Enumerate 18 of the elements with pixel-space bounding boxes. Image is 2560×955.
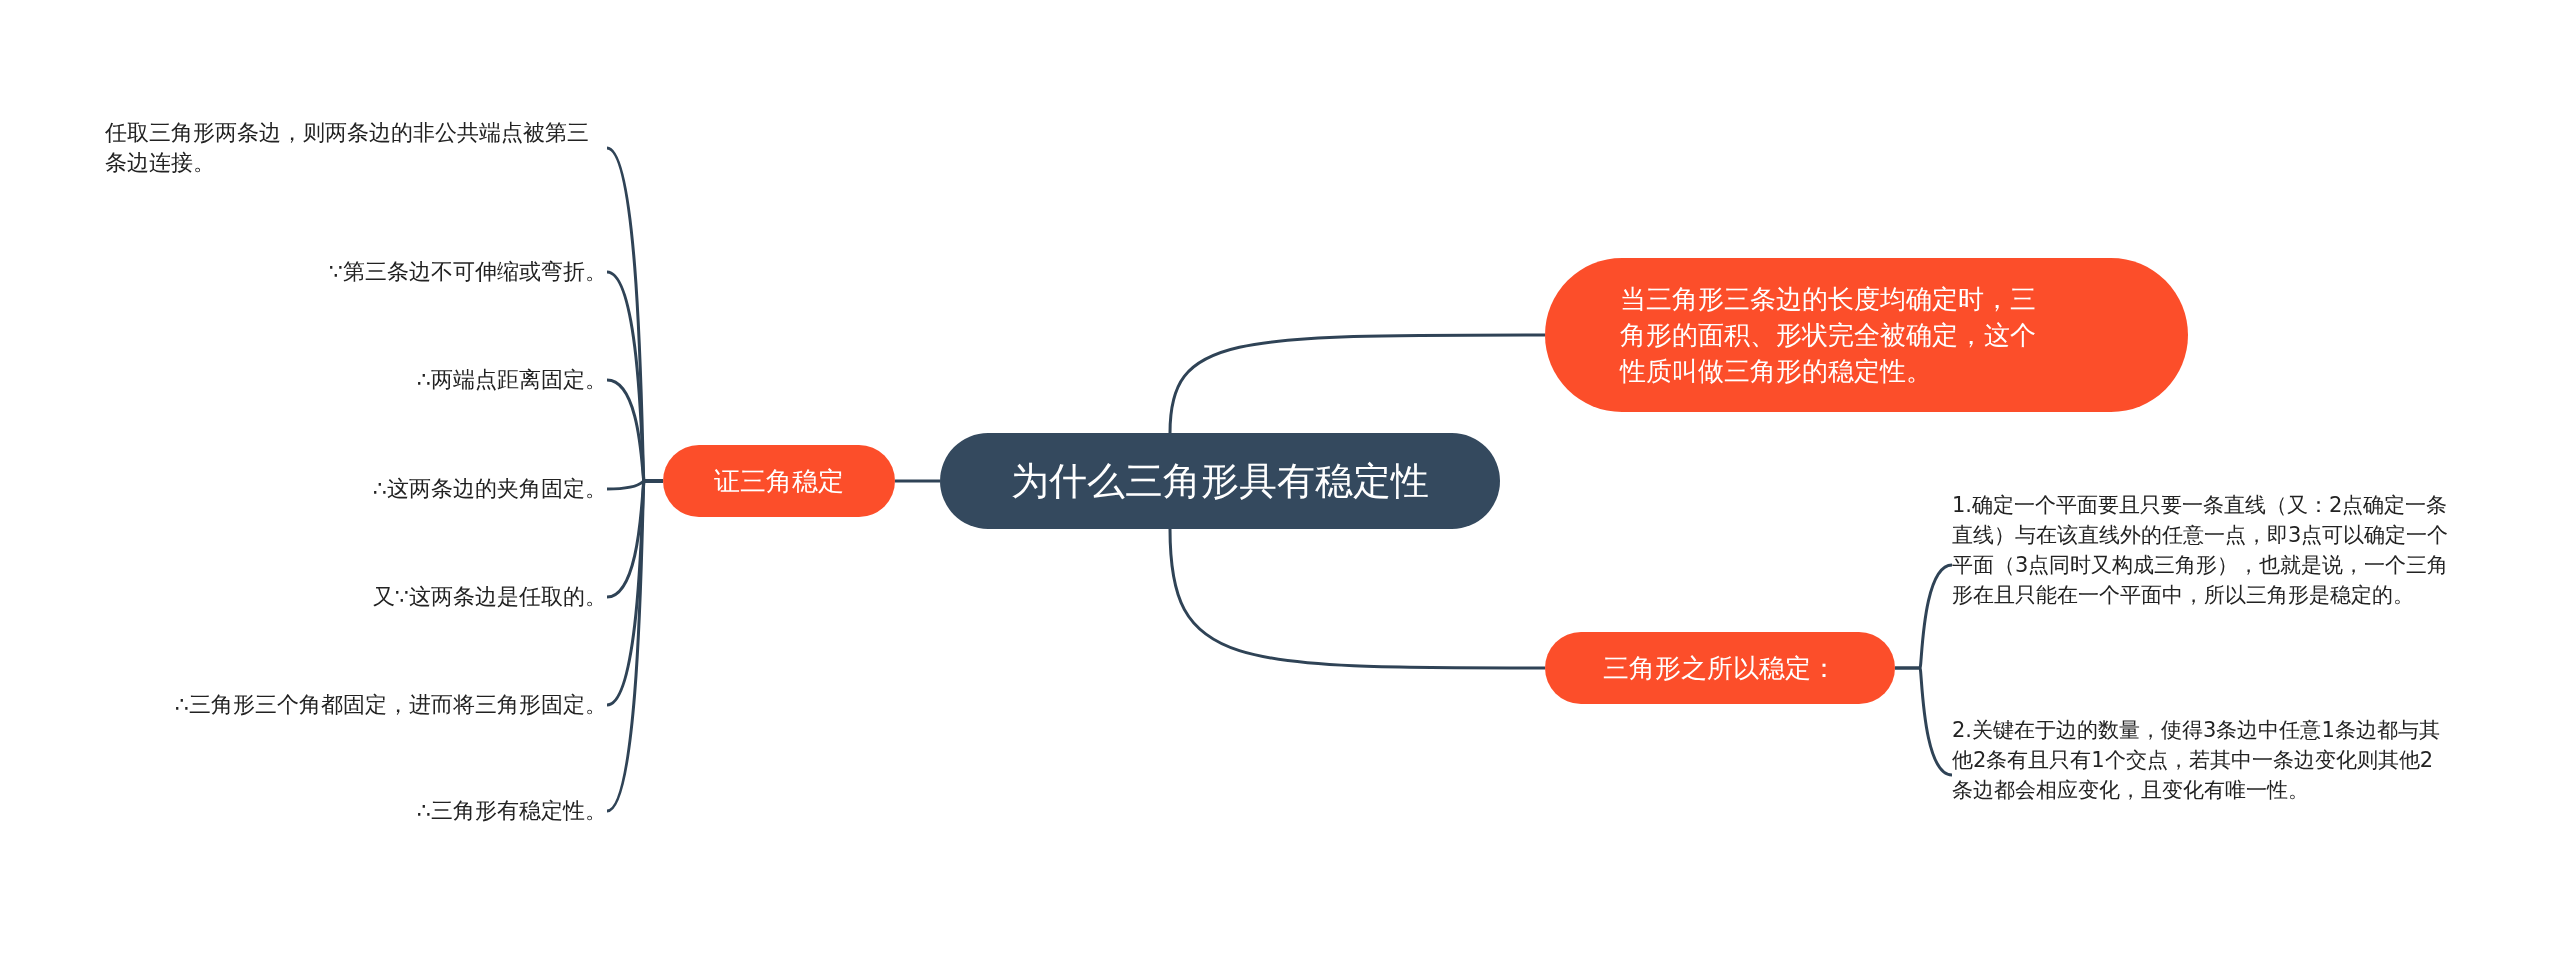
note-text: ∴三角形三个角都固定，进而将三角形固定。 [105,690,607,720]
note-text: 1.确定一个平面要且只要一条直线（又：2点确定一条直线）与在该直线外的任意一点，即3点可以确定一个平面（3点同时又构成三角形），也就是说，一个三角形在且只能在一个平面中，所以三角形是稳定的。 [1952,490,2452,640]
connector-line [1895,666,1953,777]
topic-label: 为什么三角形具有稳定性 [1011,457,1429,505]
connector-line [606,479,663,813]
note-text: ∴两端点距离固定。 [105,365,607,395]
connector-line [1168,333,1545,434]
topic-label: 三角形之所以稳定： [1603,651,1837,685]
note-text: 2.关键在于边的数量，使得3条边中任意1条边都与其他2条有且只有1个交点，若其中一条边变化则其他2条边都会相应变化，且变化有唯一性。 [1952,715,2452,835]
note-text: ∴三角形有稳定性。 [105,796,607,826]
topic-label: 当三角形三条边的长度均确定时，三角形的面积、形状完全被确定，这个性质叫做三角形的稳定性。 [1620,283,2037,388]
note-text: ∵第三条边不可伸缩或弯折。 [105,257,607,287]
connector-line [895,479,940,483]
connector-line [1168,528,1545,670]
topic-label: 证三角稳定 [714,464,844,498]
note-text: 又∵这两条边是任取的。 [105,582,607,612]
note-text: 任取三角形两条边，则两条边的非公共端点被第三条边连接。 [105,118,607,178]
note-text: ∴这两条边的夹角固定。 [105,474,607,504]
